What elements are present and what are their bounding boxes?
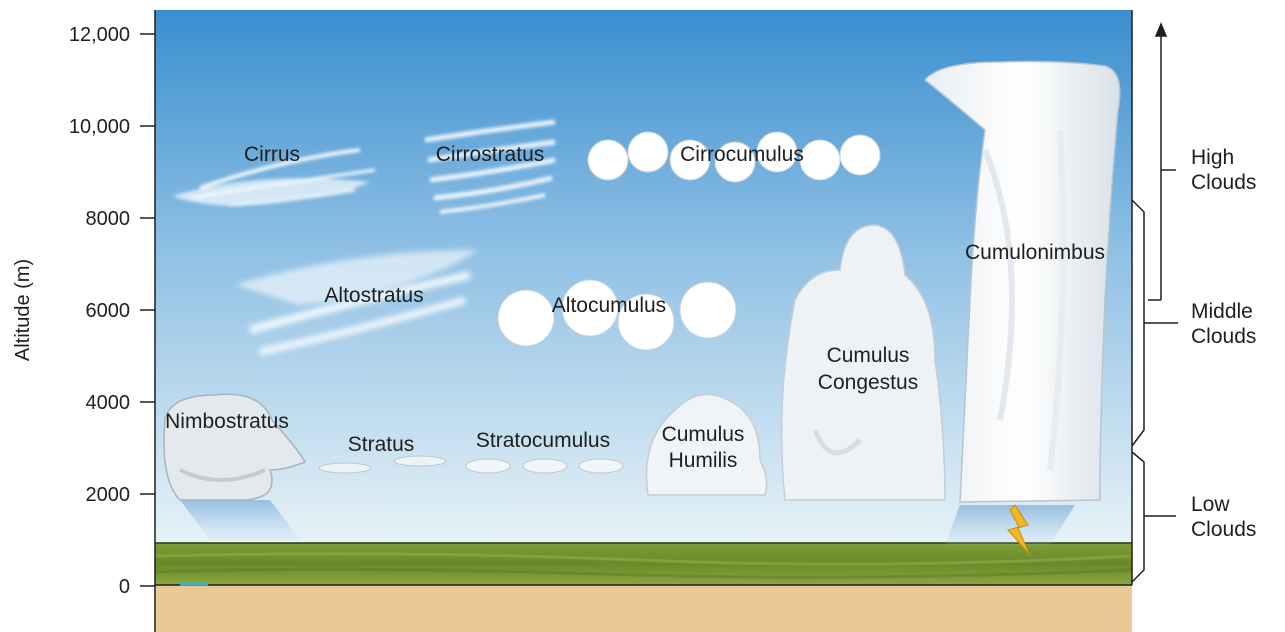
- label-cumulus-congestus-line2: Congestus: [818, 371, 918, 394]
- soil-layer: [155, 585, 1132, 632]
- label-cirrocumulus: Cirrocumulus: [680, 143, 804, 166]
- label-nimbostratus: Nimbostratus: [165, 410, 289, 433]
- grass-layer: [155, 543, 1132, 585]
- label-stratocumulus: Stratocumulus: [476, 429, 610, 452]
- stratocumulus-cloud: [466, 459, 623, 473]
- y-axis-ticks: [140, 34, 155, 586]
- tick-label-2000: 2000: [86, 484, 131, 506]
- label-cumulus-congestus-line1: Cumulus: [827, 344, 910, 367]
- label-cumulus-humilis-line1: Cumulus: [662, 423, 745, 446]
- y-axis-label: Altitude (m): [12, 259, 34, 361]
- label-altocumulus: Altocumulus: [552, 294, 666, 317]
- label-middle-clouds-line2: Clouds: [1191, 325, 1256, 348]
- label-low-clouds-line1: Low: [1191, 493, 1230, 516]
- label-middle-clouds-line1: Middle: [1191, 300, 1253, 323]
- tick-label-0: 0: [119, 576, 130, 598]
- altitude-group-brackets: [1132, 24, 1178, 582]
- tick-label-4000: 4000: [86, 392, 131, 414]
- tick-label-6000: 6000: [86, 300, 131, 322]
- label-high-clouds-line1: High: [1191, 146, 1234, 169]
- tick-label-12000: 12,000: [69, 24, 130, 46]
- tick-label-8000: 8000: [86, 208, 131, 230]
- label-cumulonimbus: Cumulonimbus: [965, 241, 1105, 264]
- label-stratus: Stratus: [348, 433, 415, 456]
- label-high-clouds-line2: Clouds: [1191, 171, 1256, 194]
- label-cumulus-humilis-line2: Humilis: [669, 449, 738, 472]
- label-cirrostratus: Cirrostratus: [436, 143, 545, 166]
- label-altostratus: Altostratus: [324, 284, 423, 307]
- label-low-clouds-line2: Clouds: [1191, 518, 1256, 541]
- label-cirrus: Cirrus: [244, 143, 300, 166]
- tick-label-10000: 10,000: [69, 116, 130, 138]
